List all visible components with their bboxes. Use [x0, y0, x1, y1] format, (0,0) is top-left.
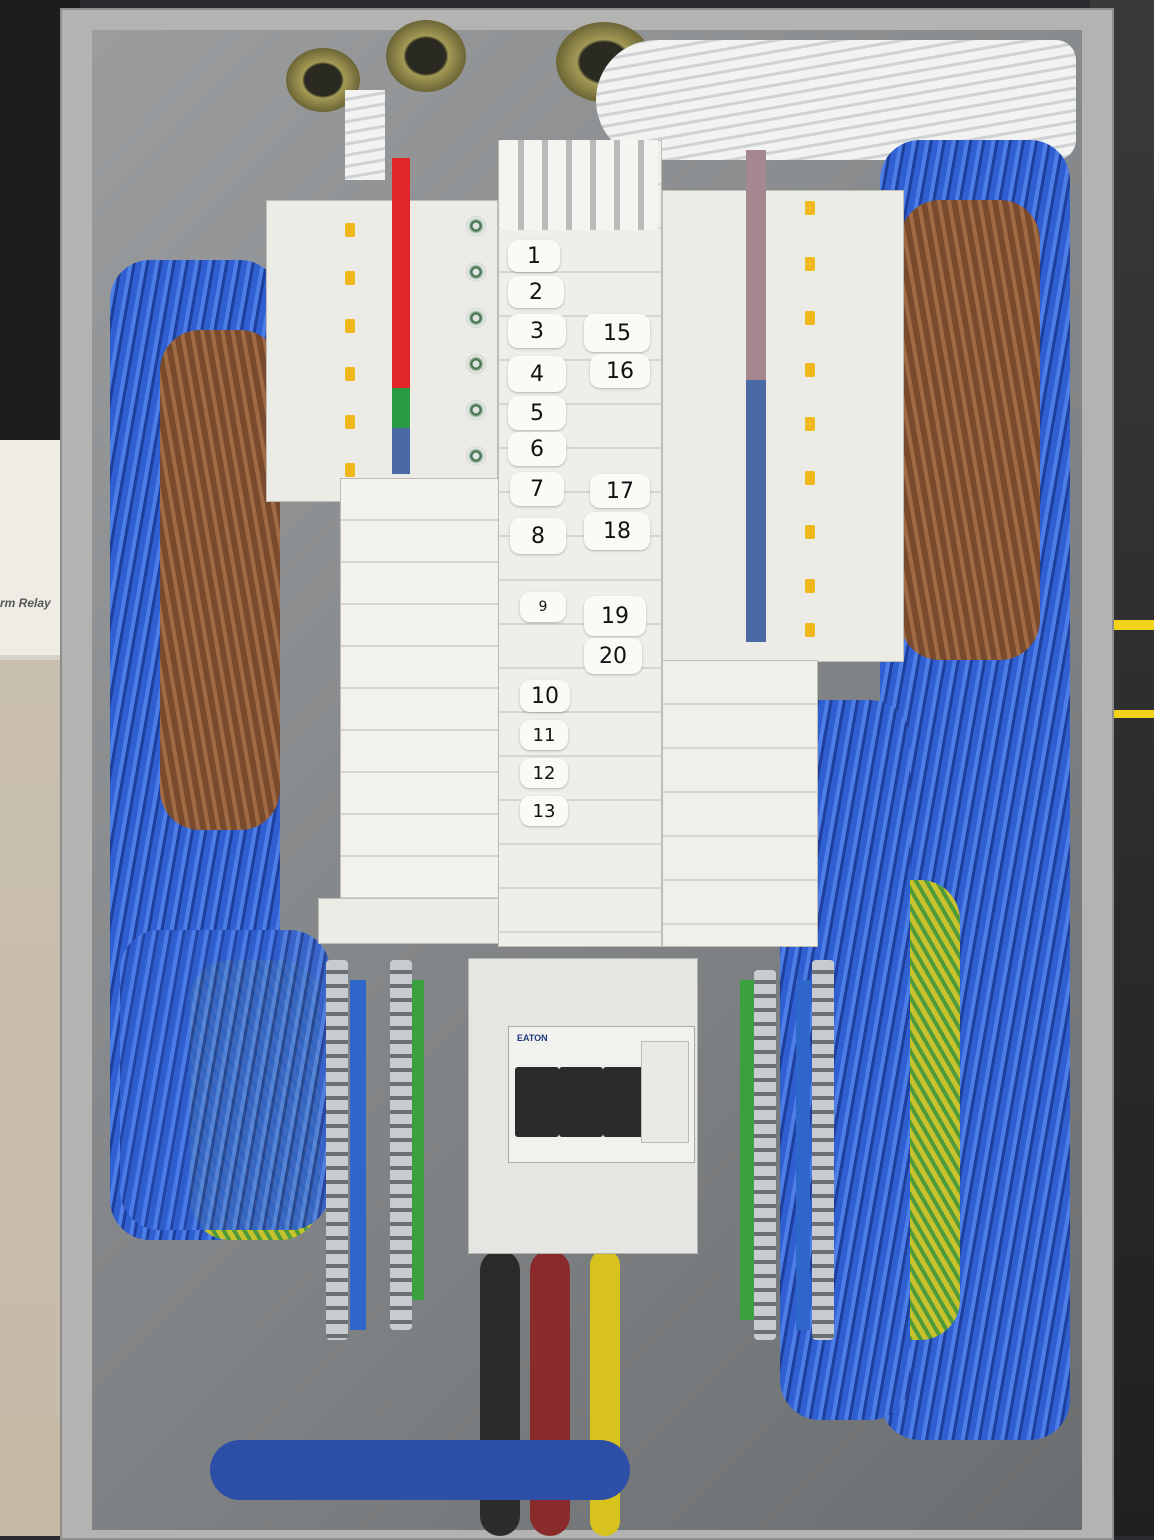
- circuit-label: 16: [590, 354, 650, 388]
- earth-terminal-bar: [390, 960, 412, 1330]
- isolator-pole-handle[interactable]: [559, 1067, 603, 1137]
- rcd-toggle-mauve[interactable]: [746, 150, 766, 380]
- yellow-cable: [1100, 710, 1154, 718]
- rcbo-row-right: [662, 190, 904, 662]
- breaker-toggle[interactable]: [805, 471, 815, 485]
- circuit-label: 13: [520, 796, 568, 826]
- neutral-bar-cover: [796, 980, 810, 1330]
- circuit-label: 1: [508, 240, 560, 272]
- circuit-label: 7: [510, 472, 564, 506]
- terminal-screw: [466, 446, 486, 466]
- circuit-label: 6: [508, 432, 566, 466]
- breaker-toggle[interactable]: [345, 319, 355, 333]
- relay-sign-text: rm Relay: [0, 596, 51, 610]
- din-end-module: [318, 898, 500, 944]
- incoming-cables: [345, 90, 385, 180]
- circuit-label: 5: [508, 396, 566, 430]
- terminal-screw: [466, 216, 486, 236]
- rcd-toggle-red[interactable]: [392, 158, 410, 388]
- isolator-pole-handle[interactable]: [603, 1067, 647, 1137]
- terminal-screw: [466, 308, 486, 328]
- breaker-toggle[interactable]: [805, 525, 815, 539]
- terminal-screw: [466, 354, 486, 374]
- circuit-label: 9: [520, 592, 566, 622]
- earth-terminal-bar: [754, 970, 776, 1340]
- circuit-label: 3: [508, 314, 566, 348]
- breaker-toggle[interactable]: [805, 623, 815, 637]
- breaker-toggle[interactable]: [805, 579, 815, 593]
- neutral-terminal-bar: [812, 960, 834, 1340]
- blank-modules-left: [340, 478, 502, 900]
- rcd-toggle-green[interactable]: [392, 388, 410, 428]
- circuit-label: 8: [510, 518, 566, 554]
- breaker-toggle[interactable]: [805, 201, 815, 215]
- isolator-blank: [641, 1041, 689, 1143]
- vent-grille: [500, 140, 658, 230]
- breaker-toggle[interactable]: [805, 363, 815, 377]
- rcd-toggle-blue[interactable]: [746, 380, 766, 642]
- circuit-label: 17: [590, 474, 650, 508]
- circuit-label: 19: [584, 596, 646, 636]
- circuit-label: 15: [584, 314, 650, 352]
- blank-modules-right: [662, 660, 818, 947]
- circuit-label: 4: [508, 356, 566, 392]
- earth-bar-cover: [740, 980, 754, 1320]
- neutral-wires-left: [120, 930, 330, 1230]
- yellow-cable: [1100, 620, 1154, 630]
- breaker-toggle[interactable]: [345, 223, 355, 237]
- rcd-toggle-blue[interactable]: [392, 428, 410, 474]
- breaker-toggle[interactable]: [345, 415, 355, 429]
- neutral-bar-cover: [350, 980, 366, 1330]
- circuit-label: 20: [584, 638, 642, 674]
- breaker-toggle[interactable]: [345, 367, 355, 381]
- isolator-pole-handle[interactable]: [515, 1067, 559, 1137]
- breaker-toggle[interactable]: [805, 257, 815, 271]
- live-wires-right: [900, 200, 1040, 660]
- circuit-label: 10: [520, 680, 570, 712]
- breaker-toggle[interactable]: [345, 463, 355, 477]
- circuit-label: 2: [508, 276, 564, 308]
- eaton-logo: EATON: [517, 1033, 548, 1043]
- earth-bar-cover: [412, 980, 424, 1300]
- neutral-terminal-bar: [326, 960, 348, 1340]
- terminal-screw: [466, 262, 486, 282]
- main-switch: EATON: [508, 1026, 695, 1163]
- breaker-toggle[interactable]: [345, 271, 355, 285]
- main-tail-blue: [210, 1440, 630, 1500]
- terminal-screws: [462, 210, 492, 500]
- terminal-screw: [466, 400, 486, 420]
- circuit-label: 11: [520, 720, 568, 750]
- breaker-toggle[interactable]: [805, 311, 815, 325]
- live-wires-left: [160, 330, 280, 830]
- rcbo-row-left: [266, 200, 498, 502]
- circuit-label: 12: [520, 758, 568, 788]
- breaker-toggle[interactable]: [805, 417, 815, 431]
- cable-gland: [386, 20, 466, 92]
- circuit-label: 18: [584, 512, 650, 550]
